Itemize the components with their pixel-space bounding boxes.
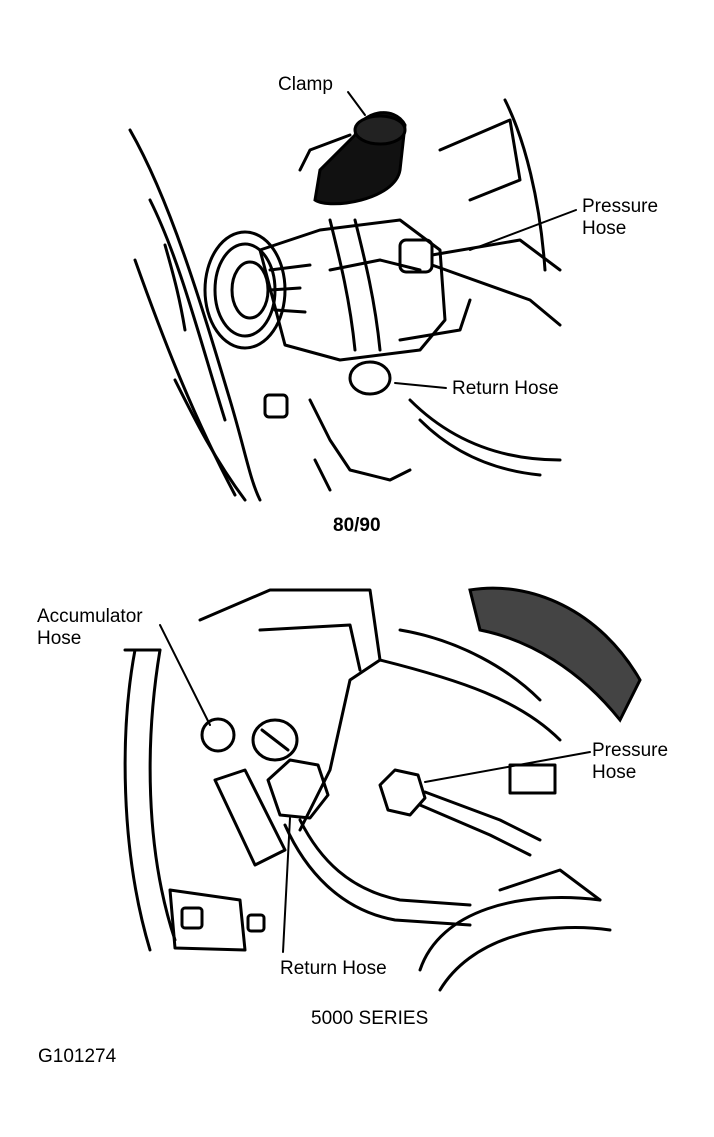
caption-5000-series: 5000 SERIES [311,1008,429,1029]
pump-illustration-80-90 [128,91,577,502]
return-hose-fitting [266,758,472,927]
diagram-80-90: Clamp Pressure Hose Return Hose 80/90 [0,0,714,560]
leader-lines-5000 [159,624,591,953]
hose-cylinder-left [213,768,287,867]
caption-80-90: 80/90 [333,515,381,536]
mount-bracket [263,393,412,492]
return-hose-80-90 [328,218,392,396]
body-panel-right [408,98,562,477]
lower-bracket [168,888,266,952]
pump-body [258,218,472,362]
pump-housing [198,588,562,832]
label-accumulator-hose: Accumulator Hose [37,606,143,649]
figure-id: G101274 [38,1046,117,1067]
label-pressure-hose-bottom: Pressure Hose [592,740,669,783]
diagram-5000-series: Accumulator Hose Pressure Hose Return Ho… [0,570,714,1050]
leader-lines-80-90 [347,91,577,389]
tire [468,586,642,723]
label-clamp: Clamp [278,74,333,95]
label-pressure-hose-top: Pressure Hose [582,196,659,239]
pump-illustration-5000 [123,586,642,992]
fender-outline [128,128,262,502]
reservoir [298,111,407,206]
pressure-hose-fitting-5000 [378,763,557,857]
label-return-hose-top: Return Hose [452,378,559,399]
accumulator-fitting [200,717,299,762]
wheel-arch [123,648,177,952]
label-return-hose-bottom: Return Hose [280,958,387,979]
hoses-bottom-right [418,868,612,992]
pressure-hose-fitting-80-90 [398,238,562,327]
